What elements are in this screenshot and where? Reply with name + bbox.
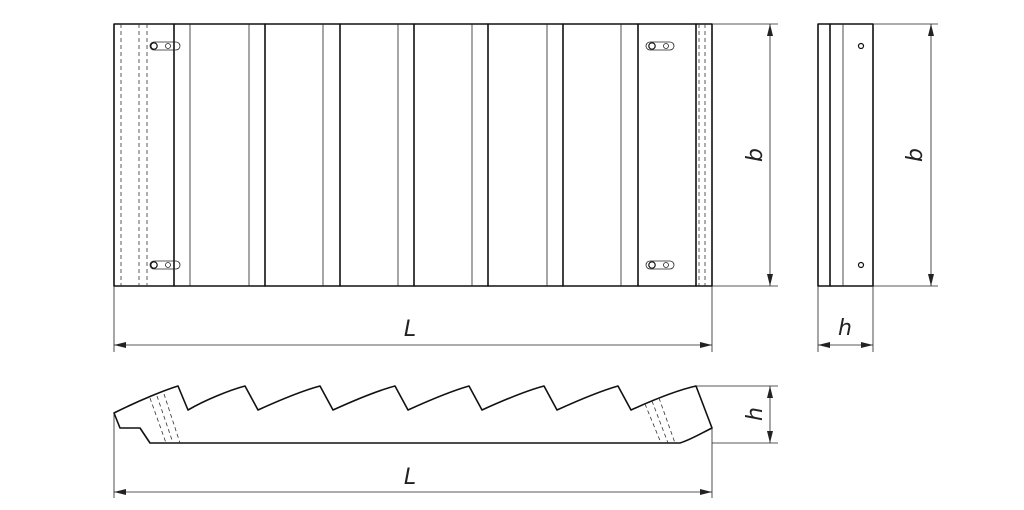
front-dim-l-label: L bbox=[404, 317, 416, 342]
sawtooth-profile-outline bbox=[113, 385, 713, 444]
mounting-slot-right-top bbox=[645, 41, 675, 51]
front-dim-l: L bbox=[113, 286, 713, 352]
profile-view: h L bbox=[113, 385, 778, 498]
profile-left-dashed-line bbox=[156, 395, 174, 444]
front-dim-b: b bbox=[712, 23, 778, 287]
side-view-outline bbox=[817, 23, 874, 287]
profile-dim-l: L bbox=[113, 413, 713, 498]
front-view-outline bbox=[113, 23, 713, 287]
profile-left-dashed-line bbox=[163, 393, 181, 444]
profile-right-dashed-line bbox=[651, 400, 669, 444]
side-hole-top bbox=[857, 42, 865, 50]
front-dim-b-label: b bbox=[743, 148, 768, 162]
profile-dim-h-label: h bbox=[743, 407, 768, 421]
profile-right-dashed-line bbox=[644, 403, 662, 444]
front-view: b L bbox=[113, 23, 778, 352]
side-dim-h: h bbox=[817, 286, 874, 352]
side-dim-b: b bbox=[873, 23, 938, 287]
mounting-slot-left-bottom bbox=[149, 260, 181, 270]
side-dim-h-label: h bbox=[838, 316, 852, 341]
profile-dim-h: h bbox=[696, 385, 778, 444]
side-hole-bottom bbox=[857, 261, 865, 269]
profile-left-dashed-line bbox=[149, 397, 167, 444]
profile-dim-l-label: L bbox=[404, 465, 416, 490]
mounting-slot-right-bottom bbox=[645, 260, 675, 270]
side-view: b h bbox=[817, 23, 938, 352]
side-dim-b-label: b bbox=[903, 148, 928, 162]
profile-right-dashed-line bbox=[658, 397, 676, 444]
mounting-slot-left-top bbox=[149, 41, 181, 51]
